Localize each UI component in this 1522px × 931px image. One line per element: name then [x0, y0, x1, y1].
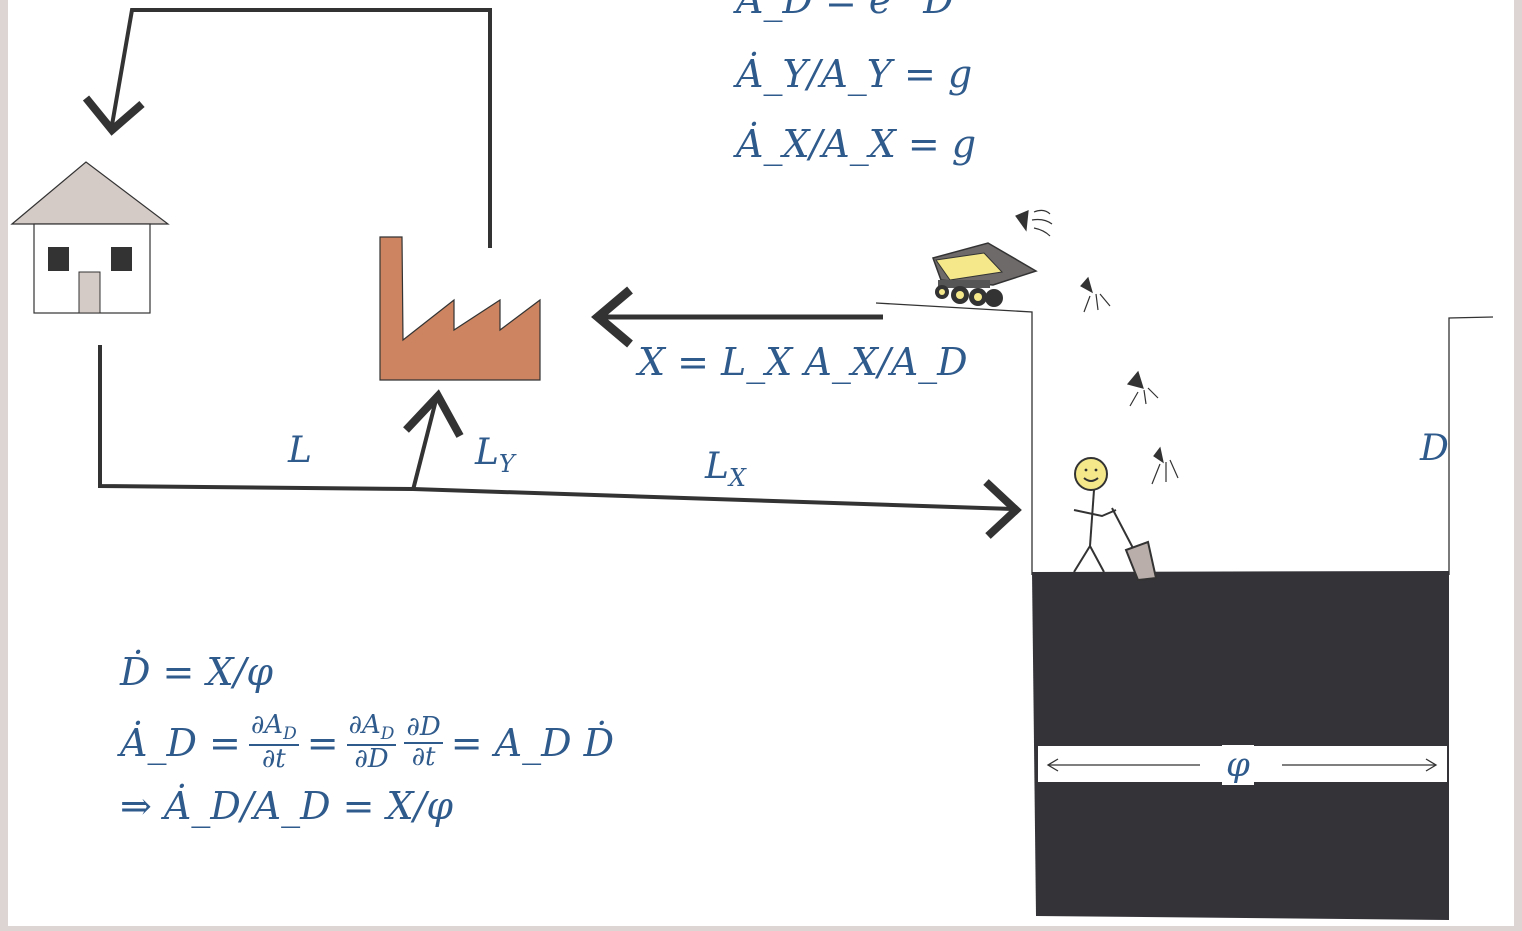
ly-arrowhead	[403, 389, 464, 438]
equation-ad-dot-rhs: = A_D Ḋ	[450, 720, 615, 765]
lx-line	[412, 487, 1014, 511]
ground-line-left	[875, 302, 1033, 575]
diagram-canvas: A_D = e^D Ȧ_Y/A_Y = g Ȧ_X/A_X = g X = L_…	[8, 0, 1514, 926]
equation-ad-exp: A_D = e^D	[736, 0, 954, 22]
label-lx-subscript: X	[728, 464, 746, 493]
equation-ax-growth: Ȧ_X/A_X = g	[736, 122, 977, 166]
fraction-dad-dt: ∂AD∂t	[248, 710, 299, 775]
phi-arrow-left-head	[1046, 758, 1059, 772]
house-icon	[10, 161, 170, 314]
equation-d-dot: Ḋ = X/φ	[120, 650, 273, 694]
equation-ad-dot: Ȧ_D = ∂AD∂t = ∂AD∂D ∂D∂t = A_D Ḋ	[120, 710, 615, 775]
equation-x-definition: X = L_X A_X/A_D	[638, 340, 968, 384]
fraction-dd-dt: ∂D∂t	[404, 712, 443, 772]
lx-arrowhead	[983, 479, 1022, 539]
label-depth-d: D	[1420, 428, 1449, 469]
ly-branch-line	[411, 399, 438, 491]
labor-flow-line	[98, 345, 414, 491]
digger-stick-figure-icon	[1073, 457, 1158, 582]
equation-implies: ⇒ Ȧ_D/A_D = X/φ	[120, 784, 454, 828]
dump-truck-icon	[932, 242, 1038, 307]
label-ly-subscript: Y	[498, 450, 515, 479]
factory-icon	[379, 236, 541, 381]
equals-sign: =	[306, 720, 339, 765]
equation-ad-dot-lhs: Ȧ_D =	[120, 720, 241, 765]
phi-arrow-right-head	[1425, 758, 1438, 772]
flying-dirt-icon	[1015, 209, 1179, 485]
label-ly: LY	[475, 432, 515, 479]
x-arrowhead	[591, 286, 633, 348]
feedback-loop-line	[110, 8, 492, 248]
feedback-arrowhead	[82, 95, 145, 136]
fraction-dad-dd: ∂AD∂D	[346, 710, 397, 775]
ground-line-right	[1448, 316, 1494, 575]
label-lx: LX	[705, 446, 746, 493]
label-l: L	[288, 430, 312, 471]
label-phi: φ	[1222, 745, 1254, 785]
equation-ay-growth: Ȧ_Y/A_Y = g	[736, 52, 973, 96]
